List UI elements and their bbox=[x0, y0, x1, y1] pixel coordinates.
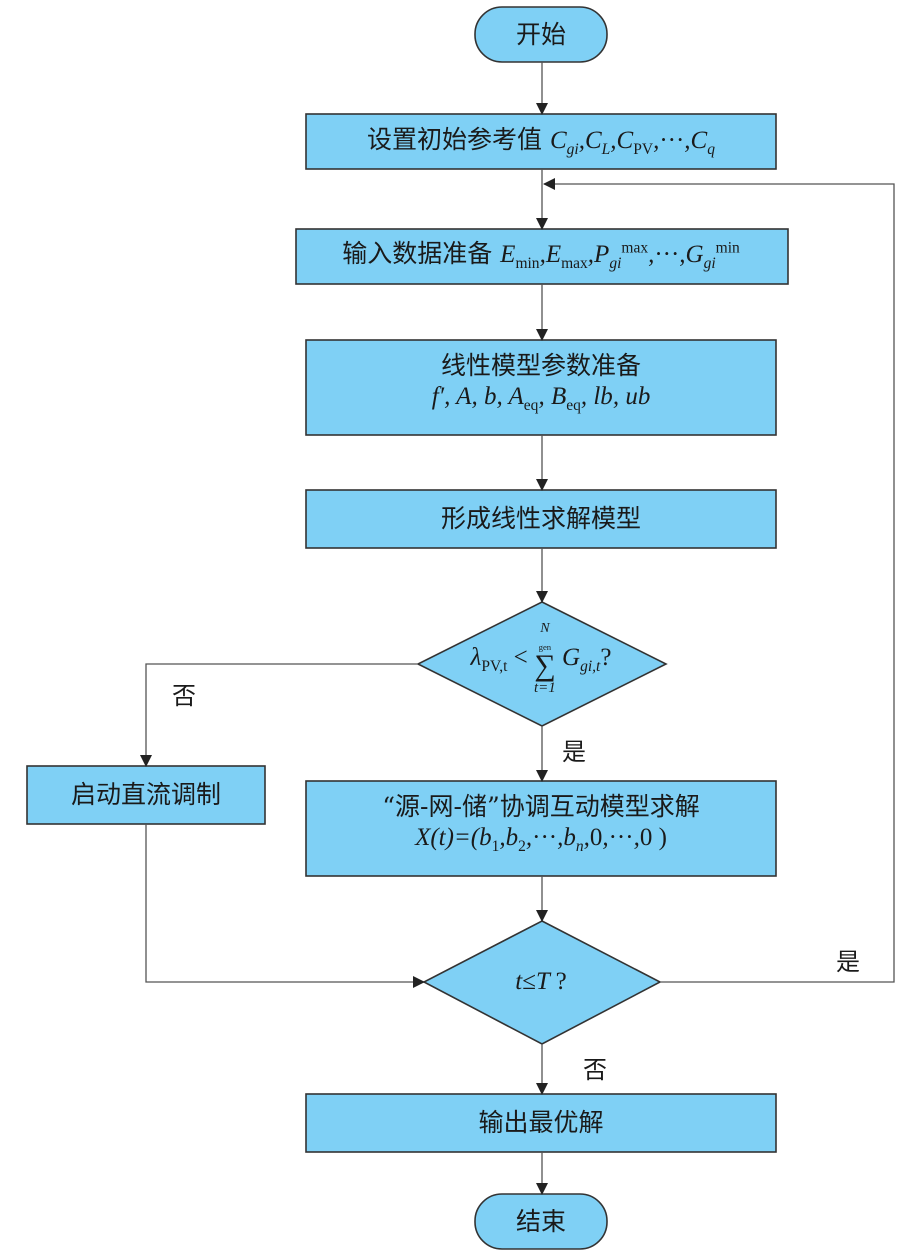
dc-mod-label: 启动直流调制 bbox=[70, 780, 222, 809]
edge-decision2-yes-loop bbox=[543, 178, 895, 983]
decision2-yes-label: 是 bbox=[836, 948, 860, 976]
solve-label: “源-网-储”协调互动模型求解 X(t)=(b1,b2,···,bn,0,···… bbox=[382, 791, 699, 857]
output-label: 输出最优解 bbox=[478, 1108, 604, 1137]
linear-params-formula: f′, A, b, Aeq, Beq, lb, ub bbox=[431, 383, 651, 415]
form-model-label: 形成线性求解模型 bbox=[440, 504, 642, 533]
decision1-yes-label: 是 bbox=[562, 738, 586, 766]
decision2-formula: t≤T ? bbox=[515, 968, 567, 995]
input-text: 输入数据准备 bbox=[342, 239, 493, 268]
input-label: 输入数据准备 Emin,Emax,Pgimax,···,Ggimin bbox=[342, 238, 740, 273]
start-node bbox=[474, 6, 608, 63]
decision1-no-label: 否 bbox=[172, 682, 196, 710]
linear-params-label: 线性模型参数准备 f′, A, b, Aeq, Beq, lb, ub bbox=[432, 350, 651, 416]
linear-params-node bbox=[305, 339, 777, 436]
end-label: 结束 bbox=[515, 1207, 567, 1236]
init-node bbox=[305, 113, 777, 170]
linear-params-title: 线性模型参数准备 bbox=[440, 351, 641, 380]
output-node bbox=[305, 1093, 777, 1153]
dc-mod-node bbox=[26, 765, 266, 825]
form-model-node bbox=[305, 489, 777, 549]
init-formula: Cgi,CL,CPV,···,Cq bbox=[549, 127, 715, 158]
start-label: 开始 bbox=[515, 20, 567, 49]
init-label: 设置初始参考值 Cgi,CL,CPV,···,Cq bbox=[367, 124, 715, 159]
solve-formula: X(t)=(b1,b2,···,bn,0,···,0 ) bbox=[415, 824, 667, 856]
decision2-no-label: 否 bbox=[583, 1056, 607, 1084]
solve-title: “源-网-储”协调互动模型求解 bbox=[382, 792, 700, 821]
edge-dcmod-decision2 bbox=[145, 824, 425, 988]
init-text: 设置初始参考值 bbox=[367, 125, 543, 154]
solve-node bbox=[305, 780, 777, 877]
input-formula: Emin,Emax,Pgimax,···,Ggimin bbox=[500, 239, 740, 272]
edge-decision1-no bbox=[140, 663, 418, 767]
decision2-label: t≤T ? bbox=[515, 965, 567, 997]
